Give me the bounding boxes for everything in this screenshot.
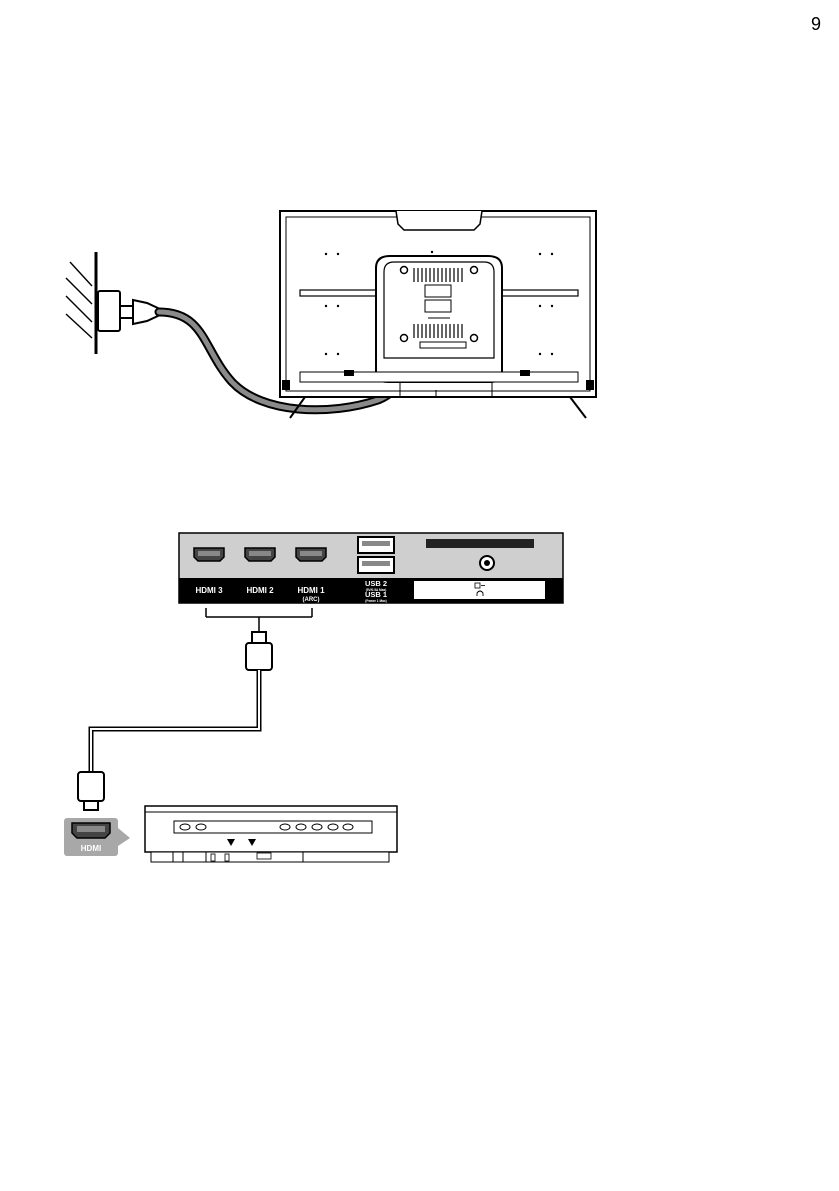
tv-rear-icon [280, 211, 596, 418]
hdmi-cable [91, 670, 259, 772]
wall-outlet-icon [66, 252, 120, 354]
usb-port-icon [358, 557, 394, 573]
usb-port-icon [358, 537, 394, 553]
external-device-icon [145, 806, 397, 862]
power-plug-icon [120, 300, 160, 324]
hdmi-port-icon [296, 548, 326, 561]
hdmi2-label: HDMI 2 [246, 586, 274, 595]
hdmi-connector-icon [246, 632, 272, 670]
hdmi1-arc-label: (ARC) [303, 597, 320, 603]
hdmi-bracket [206, 608, 312, 632]
headphone-jack [480, 556, 494, 570]
hdmi-port-icon [194, 548, 224, 561]
device-hdmi-label: HDMI [81, 844, 101, 853]
tv-port-panel: HDMI 3 HDMI 2 HDMI 1 (ARC) USB 2 (5V/0.5… [179, 533, 563, 603]
usb1-sub-label: (Power 1 Max) [365, 599, 386, 603]
usb2-label: USB 2 [365, 579, 387, 588]
hdmi-port-icon [245, 548, 275, 561]
hdmi-port-callout: HDMI [64, 818, 130, 856]
usb1-label: USB 1 [365, 590, 387, 599]
hdmi1-label: HDMI 1 [297, 586, 325, 595]
hdmi3-label: HDMI 3 [195, 586, 223, 595]
hdmi-connector-icon [78, 772, 104, 810]
